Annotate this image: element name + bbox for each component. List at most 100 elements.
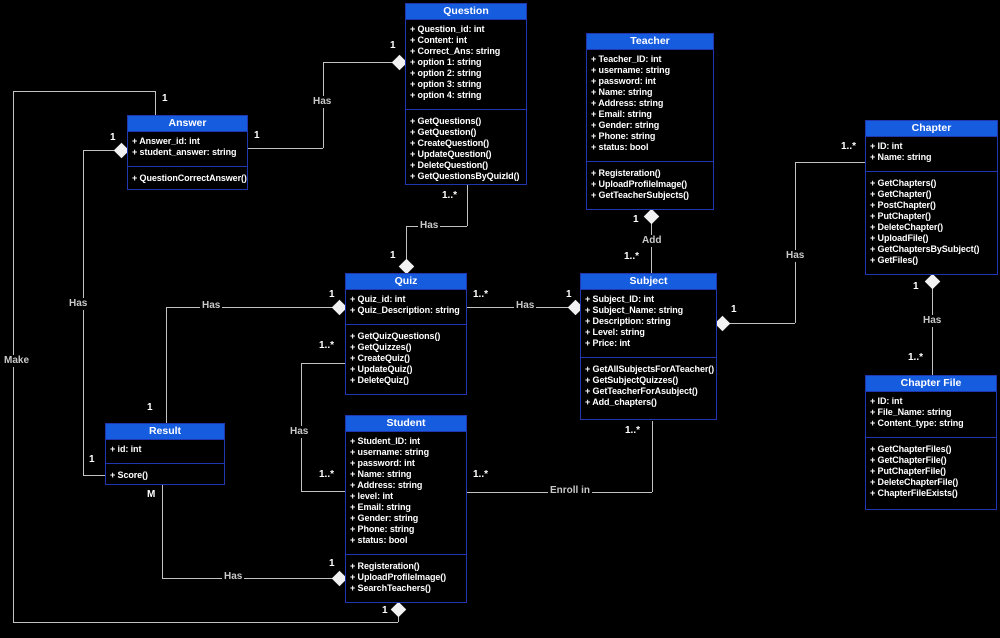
connector-question-has-answer-segment [248,148,323,149]
attribute-row: + username: string [591,65,670,75]
relationship-label: Has [288,426,311,438]
connector-subject-has-chapter-segment [795,162,865,163]
connector-student-make-answer-segment [13,622,398,623]
attribute-row: + Subject_Name: string [585,305,684,315]
method-row: + GetQuizzes() [350,342,412,352]
multiplicity-label: 1..* [471,289,491,301]
attribute-row: + Content_type: string [870,418,964,428]
attribute-row: + Address: string [591,98,664,108]
attribute-row: + Student_ID: int [350,436,421,446]
method-row: + GetTeacherForAsubject() [585,386,698,396]
attribute-row: + option 3: string [410,79,482,89]
connector-student-make-answer-segment [155,91,156,115]
method-row: + CreateQuestion() [410,138,489,148]
method-row: + GetChapters() [870,178,937,188]
multiplicity-label: 1..* [317,340,337,352]
class-attributes-section: + Question_id: int+ Content: int+ Correc… [406,20,526,109]
class-chapter-file[interactable]: Chapter File+ ID: int+ File_Name: string… [865,375,997,510]
attribute-row: + Teacher_ID: int [591,54,662,64]
class-attributes-section: + id: int [106,440,224,463]
connector-answer-has-result-segment [83,150,115,151]
method-row: + GetQuestion() [410,127,477,137]
attribute-row: + Name: string [870,152,932,162]
connector-quiz-has-question-segment [406,226,407,260]
class-result[interactable]: Result + id: int + Score() [105,423,225,485]
class-quiz[interactable]: Quiz+ Quiz_id: int+ Quiz_Description: st… [345,273,467,395]
class-methods-section: + GetQuestions()+ GetQuestion()+ CreateQ… [406,109,526,190]
class-answer[interactable]: Answer+ Answer_id: int+ student_answer: … [127,115,248,190]
attribute-row: + Name: string [350,469,412,479]
class-attributes-section: + Answer_id: int+ student_answer: string [128,132,247,166]
method-row: + GetChapterFiles() [870,444,952,454]
connector-student-make-answer-segment [398,614,399,622]
method-row: + UpdateQuestion() [410,149,492,159]
multiplicity-label: 1 [388,40,398,52]
multiplicity-label: 1 [108,132,118,144]
multiplicity-label: 1..* [839,141,859,153]
relationship-label: Has [311,96,334,108]
attribute-row: + Subject_ID: int [585,294,655,304]
multiplicity-label: M [145,489,158,501]
method-row: + UploadProfileImage() [591,179,688,189]
class-methods-section: + Registeration()+ UploadProfileImage()+… [587,161,713,209]
class-teacher[interactable]: Teacher+ Teacher_ID: int+ username: stri… [586,33,714,210]
relationship-label: Has [784,250,807,262]
attribute-row: + Gender: string [591,120,660,130]
attribute-row: + Name: string [591,87,653,97]
class-methods-section: + Score() [106,463,224,489]
multiplicity-label: 1 [327,289,337,301]
multiplicity-label: 1 [631,214,641,226]
attribute-row: + Answer_id: int [132,136,200,146]
connector-quiz-has-student-segment [301,491,345,492]
connector-subject-has-chapter-segment [795,162,796,323]
relationship-label: Has [222,571,245,583]
multiplicity-label: 1 [160,93,170,105]
attribute-row: + student_answer: string [132,147,237,157]
multiplicity-label: 1 [327,558,337,570]
multiplicity-label: 1 [380,605,390,617]
method-row: + PostChapter() [870,200,936,210]
attribute-row: + password: int [591,76,656,86]
class-attributes-section: + Teacher_ID: int+ username: string+ pas… [587,50,713,161]
class-methods-section: + GetChapters()+ GetChapter()+ PostChapt… [866,171,997,274]
connector-quiz-has-question-segment [467,185,468,226]
method-row: + UpdateQuiz() [350,364,413,374]
relationship-label: Enroll in [548,485,592,497]
connector-teacher-add-subject-segment [651,221,652,273]
class-subject[interactable]: Subject+ Subject_ID: int+ Subject_Name: … [580,273,717,420]
aggregation-diamond-icon [924,273,940,289]
relationship-label: Has [418,220,441,232]
class-methods-section: + GetQuizQuestions()+ GetQuizzes()+ Crea… [346,324,466,394]
relationship-label: Has [921,315,944,327]
method-row: + GetChaptersBySubject() [870,244,980,254]
connector-subject-has-chapter-segment [728,323,795,324]
attribute-row: + option 1: string [410,57,482,67]
attribute-row: + ID: int [870,396,903,406]
method-row: + SearchTeachers() [350,583,431,593]
class-title: Student [346,416,466,432]
attribute-row: + Level: string [585,327,645,337]
relationship-label: Make [2,355,32,367]
method-row: + PutChapterFile() [870,466,946,476]
method-row: + GetQuestionsByQuizId() [410,171,520,181]
attribute-row: + Quiz_Description: string [350,305,460,315]
method-row: + QuestionCorrectAnswer() [132,173,247,183]
attribute-row: + level: int [350,491,394,501]
connector-answer-has-result-segment [83,475,105,476]
aggregation-diamond-icon [390,601,406,617]
method-row: + Score() [110,470,148,480]
class-student[interactable]: Student+ Student_ID: int+ username: stri… [345,415,467,603]
multiplicity-label: 1 [87,454,97,466]
class-title: Result [106,424,224,440]
method-row: + GetFiles() [870,255,919,265]
method-row: + GetChapterFile() [870,455,947,465]
attribute-row: + ID: int [870,141,903,151]
attribute-row: + Gender: string [350,513,419,523]
method-row: + Registeration() [350,561,420,571]
multiplicity-label: 1..* [622,251,642,263]
method-row: + GetSubjectQuizzes() [585,375,679,385]
class-question[interactable]: Question+ Question_id: int+ Content: int… [405,3,527,185]
attribute-row: + id: int [110,444,142,454]
class-chapter[interactable]: Chapter+ ID: int+ Name: string+ GetChapt… [865,120,998,275]
